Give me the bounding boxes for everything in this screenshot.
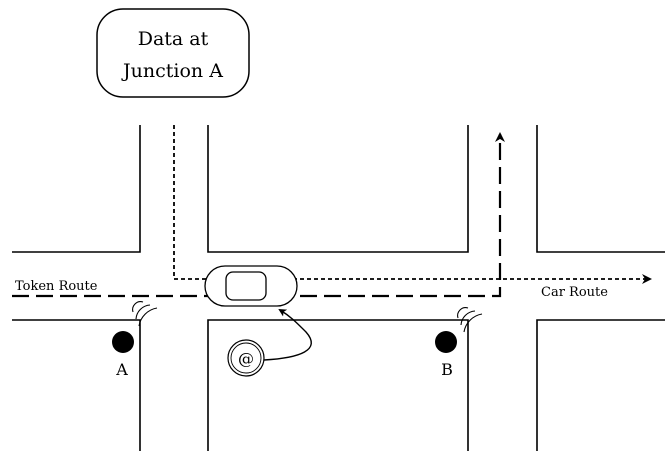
junction-a-signal-wave-2	[135, 304, 151, 320]
junction-a-signal-wave-3	[138, 307, 158, 327]
at-to-car-arrow	[263, 308, 312, 361]
token-route-label: Token Route	[15, 279, 98, 294]
road-edge-top-right	[536, 125, 665, 253]
junction-b: B	[435, 307, 483, 379]
data-box-outline	[96, 8, 250, 98]
at-data-node: @	[227, 308, 312, 377]
junction-b-signal-wave-2	[460, 310, 476, 326]
car-route-label: Car Route	[541, 285, 608, 300]
token-route-path	[12, 132, 505, 298]
junction-b-signal-wave-1	[457, 307, 469, 319]
junction-b-signal-wave-3	[463, 313, 483, 333]
road-edge-bottom-right	[536, 319, 665, 451]
road-edge-bottom-middle	[207, 319, 469, 451]
data-box-line2: Junction A	[121, 60, 223, 82]
car-roof	[225, 271, 267, 301]
car-route-path	[173, 125, 652, 284]
data-box: Data at Junction A	[96, 8, 250, 98]
at-circle-inner	[230, 342, 262, 374]
junction-a-signal-wave-1	[132, 301, 144, 313]
junction-a-label: A	[115, 360, 128, 379]
road-network	[12, 125, 665, 451]
junction-b-beacon	[435, 331, 457, 353]
data-box-line1: Data at	[138, 28, 209, 50]
road-edge-top-left	[12, 125, 141, 253]
junction-a: A	[112, 301, 158, 379]
at-circle-outer	[227, 339, 265, 377]
car	[204, 265, 298, 307]
junction-b-label: B	[441, 360, 453, 379]
junction-a-beacon	[112, 331, 134, 353]
road-edge-bottom-left	[12, 319, 141, 451]
at-symbol: @	[238, 349, 254, 368]
road-edge-top-middle	[207, 125, 469, 253]
